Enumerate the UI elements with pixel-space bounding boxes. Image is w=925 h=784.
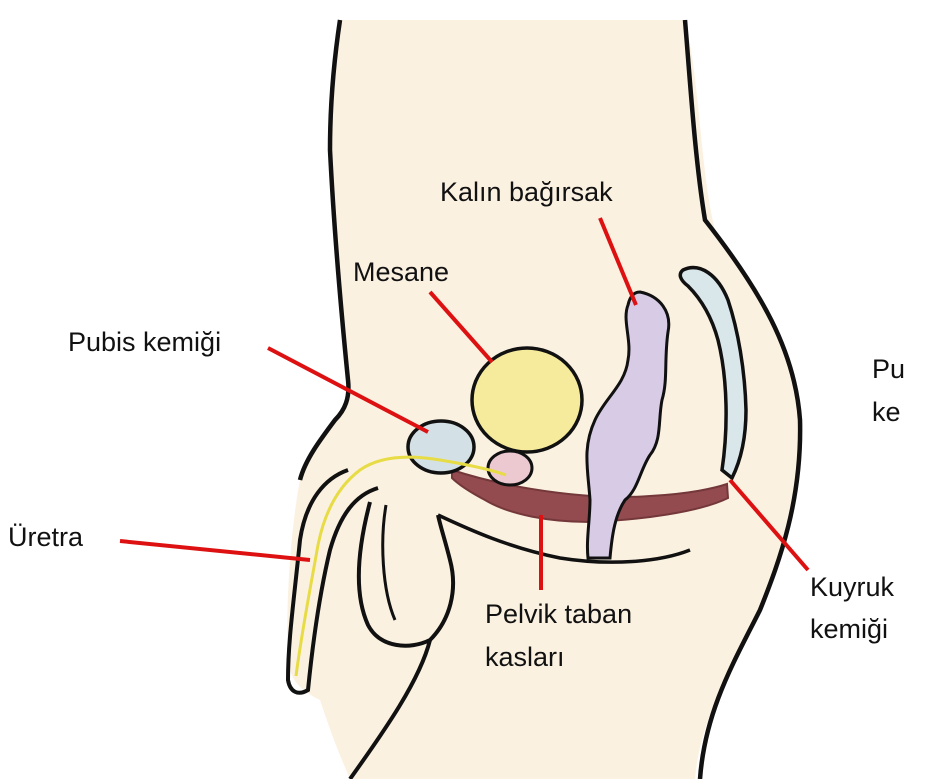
label-kalin-bagirsak: Kalın bağırsak bbox=[440, 175, 613, 209]
label-cut-off-line2: ke bbox=[872, 395, 901, 429]
label-pelvik-taban-line1: Pelvik taban bbox=[485, 597, 632, 631]
label-kuyruk-kemigi-line1: Kuyruk bbox=[810, 570, 894, 604]
label-cut-off-line1: Pu bbox=[872, 352, 905, 386]
bladder bbox=[472, 348, 582, 452]
pointer-uretra bbox=[120, 541, 310, 560]
prostate bbox=[488, 451, 532, 485]
label-mesane: Mesane bbox=[353, 255, 449, 289]
label-uretra: Üretra bbox=[8, 520, 83, 554]
label-pelvik-taban-line2: kasları bbox=[485, 640, 565, 674]
label-kuyruk-kemigi-line2: kemiği bbox=[810, 612, 888, 646]
label-pubis-kemigi: Pubis kemiği bbox=[68, 325, 221, 359]
